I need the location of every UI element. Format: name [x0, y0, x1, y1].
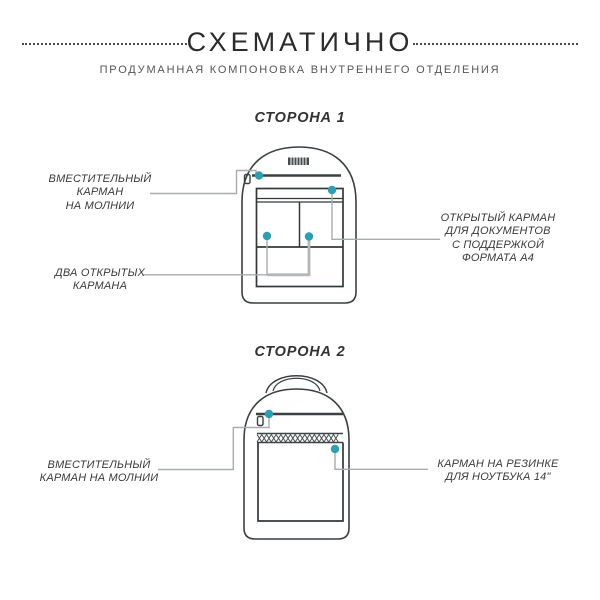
- side2-zip-pocket-callout-line: [158, 414, 270, 471]
- side1-two-open-pockets-label: ДВА ОТКРЫТЫХ КАРМАНА: [54, 266, 146, 292]
- page-subtitle: ПРОДУМАННАЯ КОМПОНОВКА ВНУТРЕННЕГО ОТДЕЛ…: [99, 64, 501, 76]
- side2-title: СТОРОНА 2: [254, 344, 346, 360]
- side2-zipper-pull-icon: [256, 415, 264, 427]
- side2-backpack-outline: [243, 388, 350, 540]
- side1-zip-pocket-dot-marker: [254, 171, 264, 180]
- side1-handle-grip-icon: [288, 157, 309, 165]
- side2-laptop-pocket-dot-marker: [330, 444, 340, 454]
- side2-handle-outer-arc: [265, 375, 328, 394]
- side2-laptop-pocket-callout-line: [334, 449, 428, 470]
- side2-zip-pocket-dot-marker: [264, 409, 274, 419]
- side1-open-pockets-callout-line-right: [267, 236, 311, 277]
- side1-document-pocket-label: ОТКРЫТЫЙ КАРМАН ДЛЯ ДОКУМЕНТОВ С ПОДДЕРЖ…: [440, 212, 556, 265]
- header-dotted-line-left: [22, 43, 187, 45]
- side2-zip-pocket-label: ВМЕСТИТЕЛЬНЫЙ КАРМАН НА МОЛНИИ: [39, 459, 159, 485]
- side1-backpack-outline: [241, 146, 357, 304]
- side1-document-pocket-dot-marker: [327, 185, 337, 195]
- header-dotted-line-right: [413, 43, 578, 45]
- side1-zip-pocket-callout-line: [150, 169, 257, 195]
- side2-laptop-pocket-label: КАРМАН НА РЕЗИНКЕ ДЛЯ НОУТБУКА 14": [437, 458, 559, 484]
- side1-open-pocket-right-dot-marker: [304, 232, 314, 241]
- side1-zip-pocket-label: ВМЕСТИТЕЛЬНЫЙ КАРМАН НА МОЛНИИ: [48, 173, 152, 212]
- side1-open-pocket-left-dot-marker: [262, 231, 272, 241]
- page-title: СХЕМАТИЧНО: [186, 27, 414, 57]
- side2-handle-inner-arc: [272, 377, 321, 392]
- side1-zipper-pull-icon: [243, 173, 251, 185]
- side1-title: СТОРОНА 1: [254, 110, 346, 126]
- side1-document-pocket-outline: [255, 187, 344, 288]
- side2-elastic-band: [256, 432, 343, 444]
- side1-document-pocket-callout-line: [331, 190, 440, 240]
- side2-laptop-pocket-outline: [257, 442, 344, 522]
